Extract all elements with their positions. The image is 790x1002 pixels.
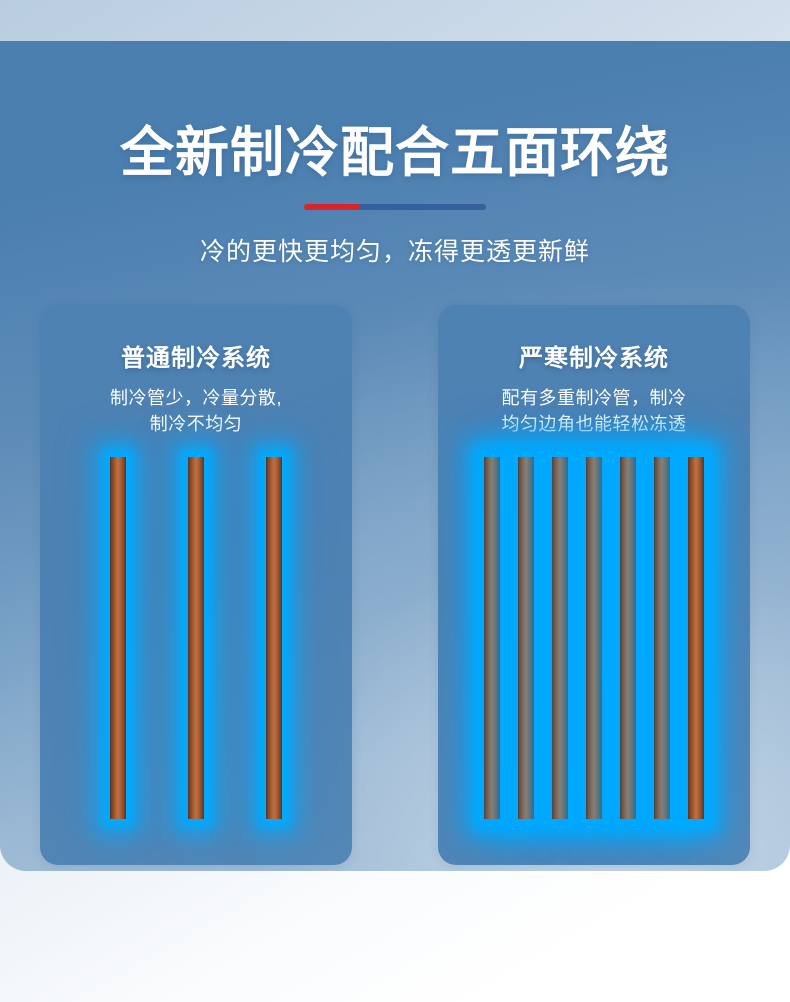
panel-title-severe-cold: 严寒制冷系统 xyxy=(519,345,669,372)
cooling-pipe xyxy=(620,457,636,819)
cooling-pipe xyxy=(586,457,602,819)
cooling-pipe xyxy=(518,457,534,819)
cooling-pipe xyxy=(688,457,704,819)
cooling-pipe xyxy=(188,457,204,819)
panel-title-ordinary: 普通制冷系统 xyxy=(121,345,271,372)
panel-description-line: 制冷不均匀 xyxy=(149,414,243,435)
divider-segment-blue xyxy=(358,204,486,210)
panel-severe-cold-cooling: 严寒制冷系统 配有多重制冷管，制冷 均匀边角也能轻松冻透 xyxy=(438,305,750,865)
heading-block: 全新制冷配合五面环绕 冷的更快更均匀，冻得更透更新鲜 xyxy=(0,41,790,268)
cooling-pipe xyxy=(654,457,670,819)
title-divider xyxy=(304,204,486,210)
comparison-panels: 普通制冷系统 制冷管少，冷量分散, 制冷不均匀 严寒制冷系统 配有多重制冷管，制… xyxy=(40,305,750,865)
panel-description-severe-cold: 配有多重制冷管，制冷 均匀边角也能轻松冻透 xyxy=(438,373,750,437)
cooling-pipe xyxy=(266,457,282,819)
panel-description-ordinary: 制冷管少，冷量分散, 制冷不均匀 xyxy=(40,373,352,437)
hero-banner: 全新制冷配合五面环绕 冷的更快更均匀，冻得更透更新鲜 普通制冷系统 制冷管少，冷… xyxy=(0,41,790,871)
panel-description-line: 制冷管少，冷量分散, xyxy=(109,388,282,408)
cooling-pipe xyxy=(110,457,126,819)
page-title: 全新制冷配合五面环绕 xyxy=(120,123,670,183)
cooling-pipe xyxy=(484,457,500,819)
cooling-pipe-rack-severe-cold xyxy=(438,457,750,819)
divider-segment-red xyxy=(304,204,359,210)
panel-description-line: 均匀边角也能轻松冻透 xyxy=(501,414,687,435)
cooling-pipe-rack-ordinary xyxy=(40,457,352,819)
cooling-pipe xyxy=(552,457,568,819)
panel-ordinary-cooling: 普通制冷系统 制冷管少，冷量分散, 制冷不均匀 xyxy=(40,305,352,865)
panel-description-line: 配有多重制冷管，制冷 xyxy=(501,388,687,408)
page-subtitle: 冷的更快更均匀，冻得更透更新鲜 xyxy=(199,238,590,266)
